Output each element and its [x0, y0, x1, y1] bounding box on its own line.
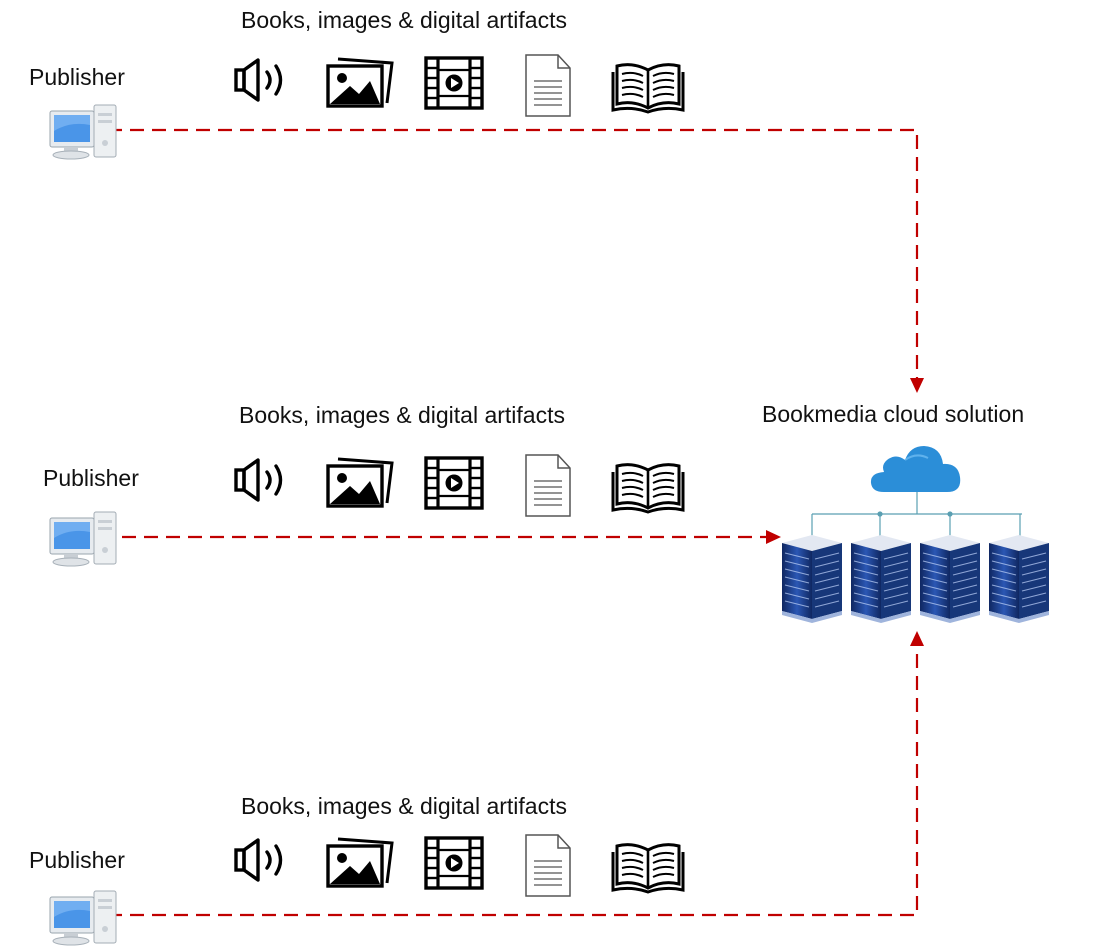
connector-publisher-2 [122, 530, 781, 544]
artifact-row-2 [234, 454, 685, 517]
artifact-row-3 [234, 834, 685, 897]
artifact-row-1 [234, 54, 685, 117]
book-icon [611, 63, 685, 114]
connector-publisher-1 [108, 128, 924, 393]
image-icon [326, 837, 394, 888]
book-icon [611, 463, 685, 514]
cloud-solution [781, 446, 1050, 624]
artifact-group-title: Books, images & digital artifacts [241, 7, 567, 33]
arrowhead-icon [910, 378, 924, 393]
document-icon [525, 834, 571, 897]
audio-icon [234, 838, 283, 882]
server-rack-icon [919, 534, 981, 624]
publisher-label: Publisher [29, 64, 125, 90]
network-lines [811, 492, 1022, 544]
document-icon [525, 454, 571, 517]
video-icon [424, 56, 484, 110]
publisher-label: Publisher [29, 847, 125, 873]
document-icon [525, 54, 571, 117]
arrowhead-icon [766, 530, 781, 544]
cloud-solution-label: Bookmedia cloud solution [762, 401, 1025, 427]
server-rack-icon [781, 534, 843, 624]
artifact-group-title: Books, images & digital artifacts [241, 793, 567, 819]
video-icon [424, 456, 484, 510]
audio-icon [234, 58, 283, 102]
server-rack-icon [988, 534, 1050, 624]
image-icon [326, 457, 394, 508]
computer-icon [49, 511, 117, 567]
server-rack-icon [850, 534, 912, 624]
artifact-group-title: Books, images & digital artifacts [239, 402, 565, 428]
computer-icon [49, 890, 117, 946]
audio-icon [234, 458, 283, 502]
image-icon [326, 57, 394, 108]
computer-icon [49, 104, 117, 160]
connector-publisher-3 [108, 631, 924, 917]
book-icon [611, 843, 685, 894]
publisher-label: Publisher [43, 465, 139, 491]
video-icon [424, 836, 484, 890]
arrowhead-icon [910, 631, 924, 646]
cloud-icon [870, 446, 961, 492]
